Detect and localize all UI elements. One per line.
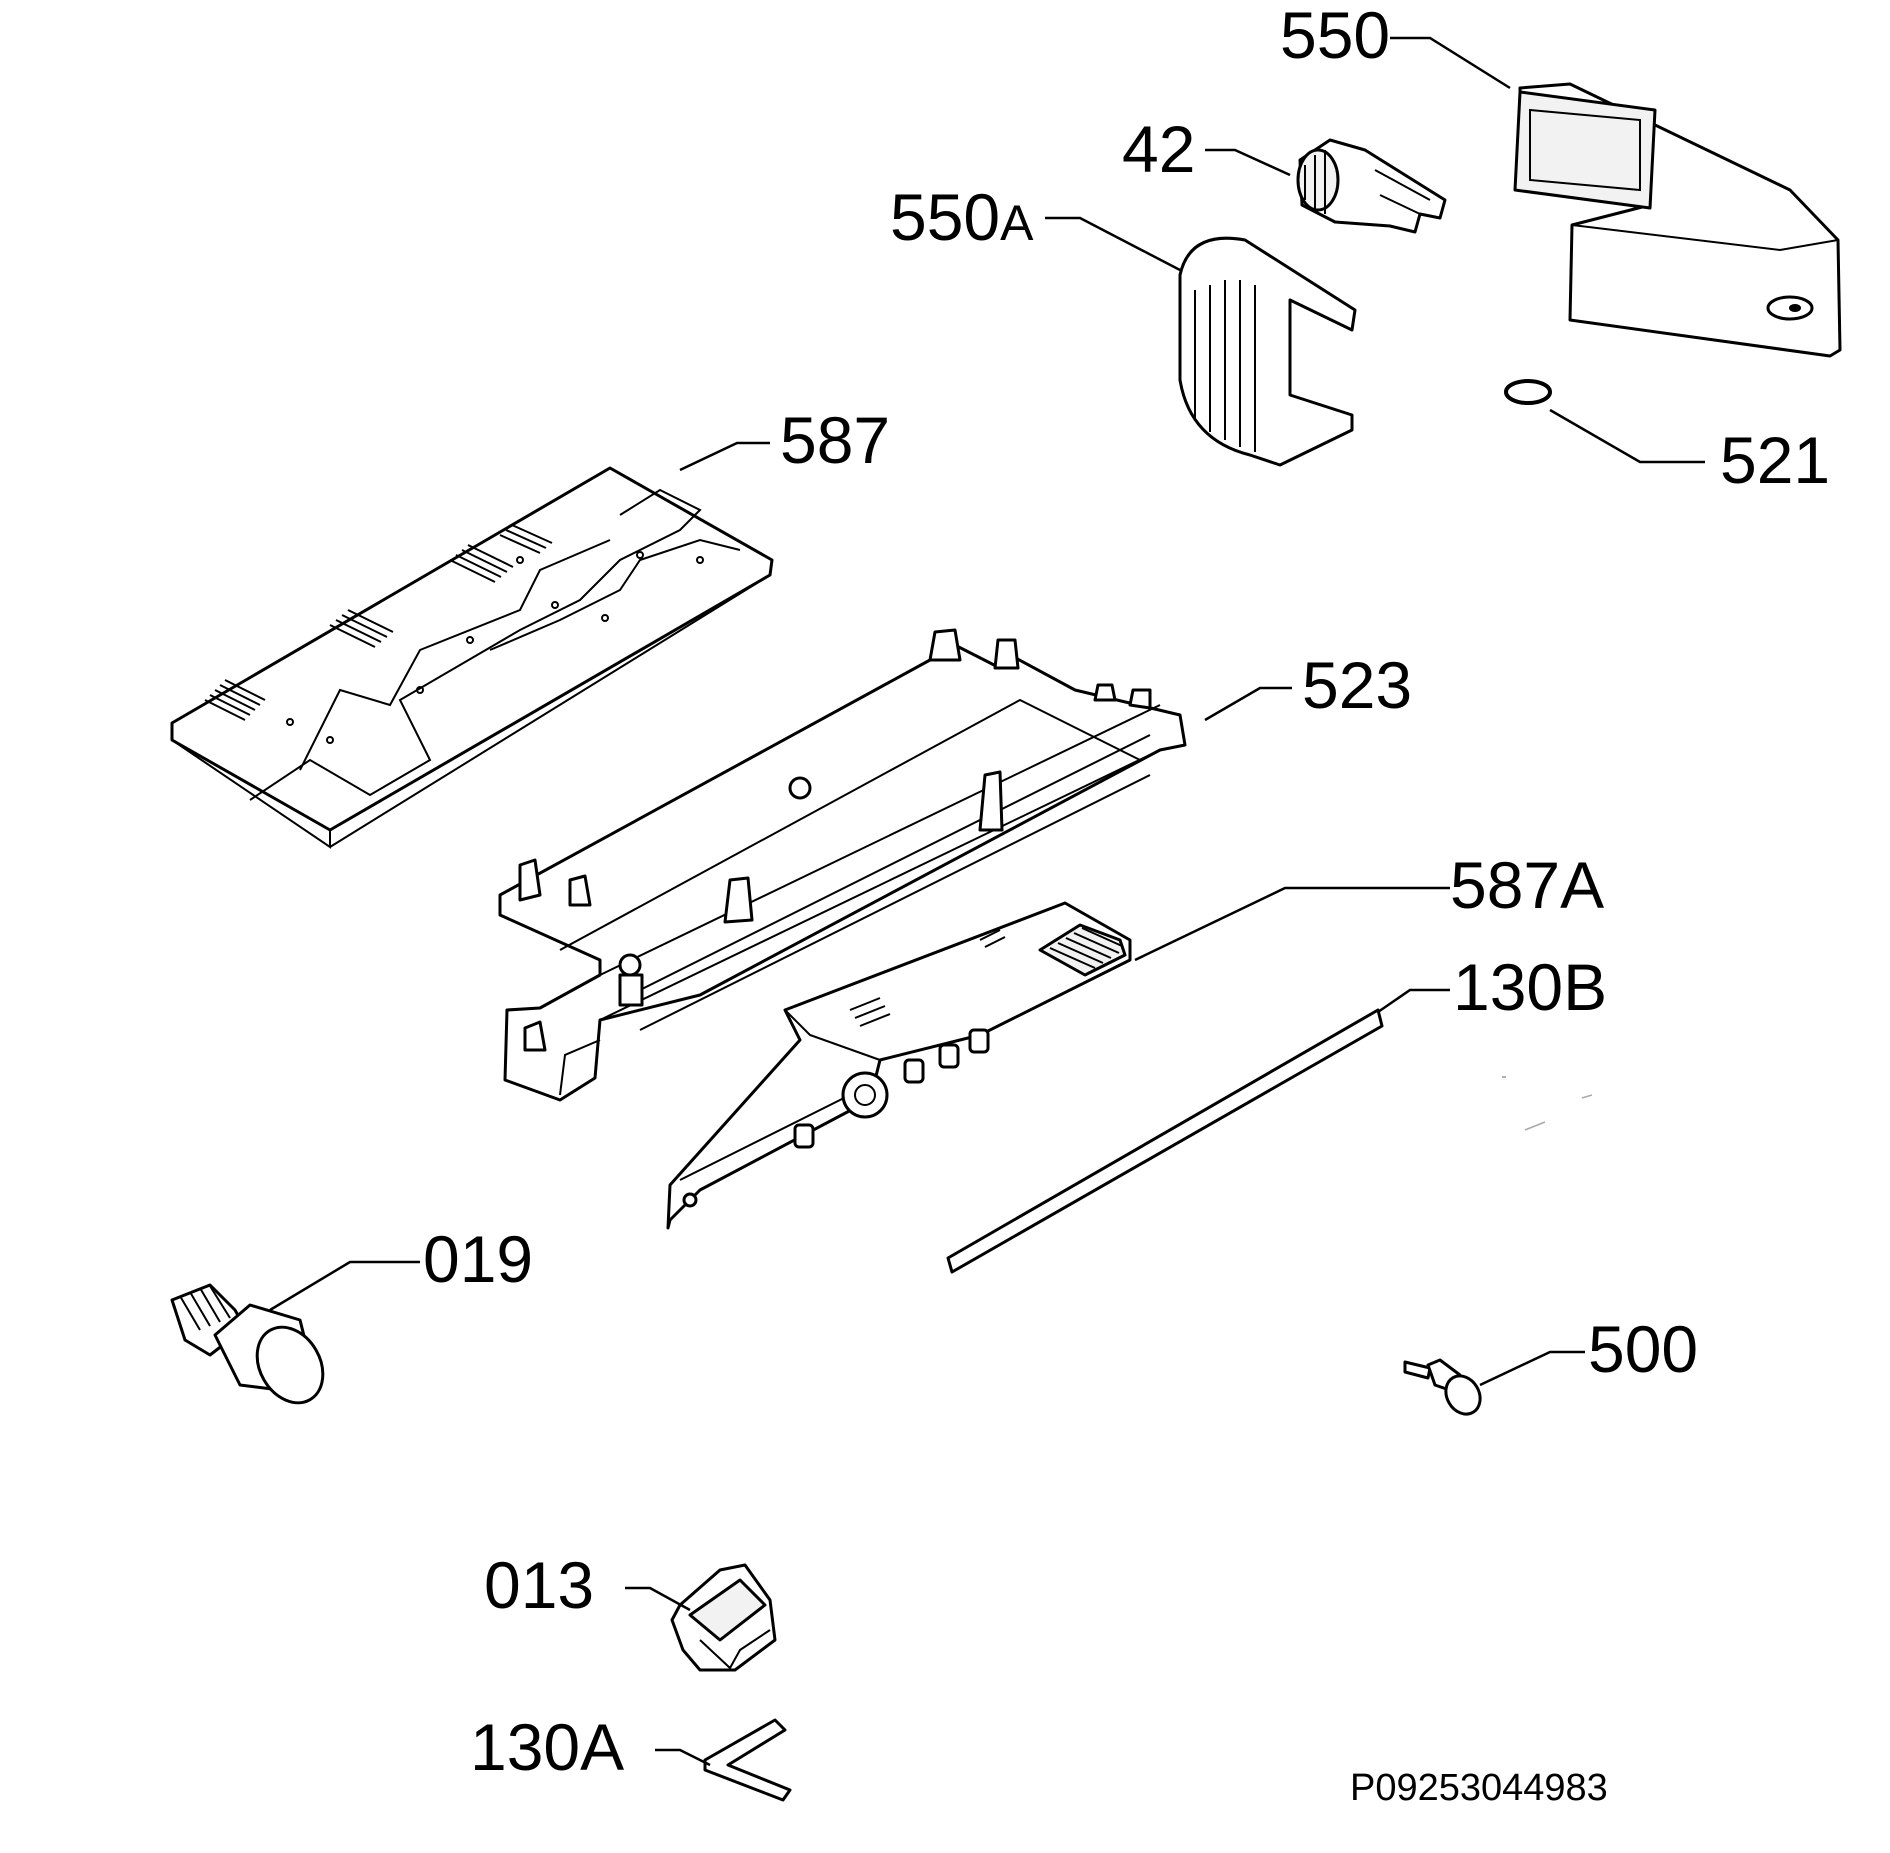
part-013-switch xyxy=(670,1563,777,1672)
label-500: 500 xyxy=(1588,1312,1698,1386)
part-523-chassis-tray xyxy=(498,628,1187,1102)
drawing-code: P09253044983 xyxy=(1350,1767,1608,1809)
part-587a-control-board xyxy=(666,901,1132,1230)
label-550a: 550A xyxy=(890,180,1034,254)
label-130b: 130B xyxy=(1453,950,1607,1024)
label-521: 521 xyxy=(1720,423,1830,497)
part-521-ring xyxy=(1504,379,1552,405)
part-130b-strip xyxy=(946,1008,1384,1274)
part-019-lamp-bulb xyxy=(170,1283,325,1405)
part-550a-end-cap xyxy=(1178,236,1357,467)
part-500-connector xyxy=(1403,1358,1482,1416)
part-550-housing-cover xyxy=(1513,82,1842,358)
label-130a: 130A xyxy=(470,1710,624,1784)
label-550: 550 xyxy=(1280,0,1390,72)
leader-lines xyxy=(269,36,1705,1767)
label-42: 42 xyxy=(1122,112,1195,186)
label-019: 019 xyxy=(423,1222,533,1296)
part-587-circuit-board xyxy=(170,466,774,849)
label-550a-suffix: A xyxy=(1000,195,1034,251)
part-42-lamp-holder xyxy=(1296,138,1447,234)
part-labels: 550 42 550A 587 521 523 587A 130B 019 50… xyxy=(423,0,1830,1809)
specks xyxy=(1502,1076,1593,1131)
part-130a-angle xyxy=(703,1718,792,1802)
label-523: 523 xyxy=(1302,648,1412,722)
label-587a: 587A xyxy=(1450,848,1604,922)
label-587: 587 xyxy=(780,403,890,477)
label-013: 013 xyxy=(484,1548,594,1622)
label-550a-main: 550 xyxy=(890,180,1000,254)
